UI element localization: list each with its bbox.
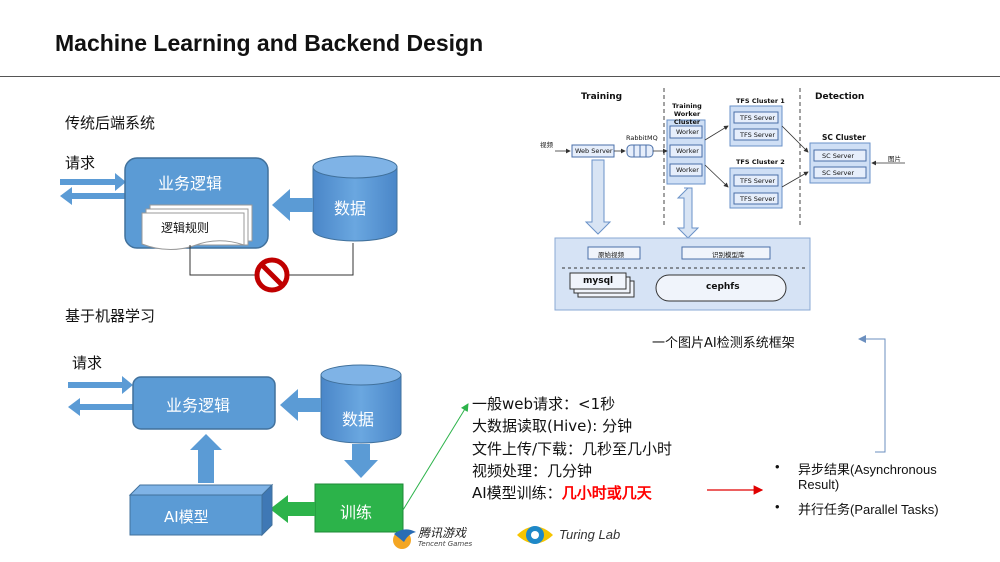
tencent-games-en: Tencent Games: [418, 540, 473, 548]
traditional-heading: 传统后端系统: [65, 114, 156, 132]
tfs-server-label-1: TFS Server: [740, 114, 776, 122]
cephfs-label: cephfs: [706, 282, 740, 292]
worker-label-3: Worker: [676, 166, 699, 174]
mysql-label: mysql: [583, 276, 614, 286]
bullet-async-line-2: Result): [798, 477, 840, 492]
traditional-business-logic-label: 业务逻辑: [158, 174, 223, 193]
training-to-latency-arrow: [402, 403, 469, 511]
tfs-server-label-3: TFS Server: [740, 177, 776, 185]
ml-data-to-logic-arrow: [280, 389, 321, 421]
arch-detection-label: Detection: [815, 92, 865, 102]
tfs-server-label-2: TFS Server: [740, 131, 776, 139]
web-server-label: Web Server: [575, 147, 613, 155]
traditional-data-label: 数据: [334, 199, 367, 218]
bullet-dot-1: •: [775, 459, 780, 474]
traditional-request-arrows: [60, 173, 126, 205]
turing-lab-logo: Turing Lab: [515, 518, 635, 554]
turing-lab-text: Turing Lab: [559, 527, 621, 542]
bullet-dot-2: •: [775, 499, 780, 514]
training-label: 训练: [340, 503, 373, 522]
title-divider: [0, 76, 1000, 77]
ai-training-highlight: 几小时或几天: [561, 484, 652, 502]
arch-training-label: Training: [581, 92, 623, 102]
ml-business-logic-box: [132, 376, 276, 430]
ml-request-label: 请求: [72, 354, 103, 372]
page-title: Machine Learning and Backend Design: [55, 30, 484, 56]
latency-line-ai-training: AI模型训练：几小时或几天: [472, 482, 652, 503]
ai-training-prefix: AI模型训练：: [472, 484, 562, 502]
logic-rules-label: 逻辑规则: [161, 221, 210, 235]
bullet-async-line-1: 异步结果(Asynchronous: [798, 462, 937, 477]
training-box: [314, 483, 404, 533]
model-to-logic-arrow: [190, 434, 222, 483]
ml-business-logic-label: 业务逻辑: [166, 396, 231, 415]
data-to-training-arrow: [344, 444, 378, 478]
ml-request-arrows: [68, 376, 133, 416]
bullets-to-caption-arrow: [858, 335, 886, 453]
arch-input-label: 视频: [540, 141, 553, 149]
latency-line-file: 文件上传/下载：几秒至几小时: [472, 440, 673, 458]
bullet-parallel: 并行任务(Parallel Tasks): [798, 502, 939, 517]
traditional-request-label: 请求: [65, 154, 96, 172]
raw-video-label: 原始视频: [598, 251, 624, 259]
architecture-diagram: [554, 88, 905, 311]
traditional-data-cylinder: [312, 155, 398, 242]
ml-data-cylinder: [320, 364, 402, 444]
tfs-server-label-4: TFS Server: [740, 195, 776, 203]
turing-lab-eye-icon: [517, 526, 553, 544]
latency-line-web: 一般web请求：<1秒: [472, 395, 616, 413]
sc-cluster-label: SC Cluster: [822, 133, 866, 142]
prohibited-icon: [254, 257, 290, 293]
latency-line-video: 视频处理：几分钟: [472, 462, 593, 480]
tencent-games-cn: 腾讯游戏: [418, 526, 467, 540]
tencent-games-logo: 腾讯游戏 Tencent Games: [390, 522, 490, 556]
tencent-games-logo-icon: [393, 529, 416, 549]
arch-image-label: 图片: [888, 155, 901, 163]
logic-rules-doc: [141, 204, 253, 250]
tfs-cluster-2-label: TFS Cluster 2: [736, 158, 785, 166]
ai-model-label: AI模型: [164, 508, 209, 526]
ai-model-box: [128, 483, 274, 537]
worker-label-2: Worker: [676, 147, 699, 155]
ml-heading: 基于机器学习: [65, 307, 156, 325]
training-worker-cluster-label: Training Worker Cluster: [672, 102, 702, 126]
rabbitmq-label: RabbitMQ: [626, 134, 658, 142]
sc-server-label-1: SC Server: [822, 152, 855, 160]
model-store-label: 识别模型库: [712, 251, 745, 259]
data-to-logic-arrow: [272, 189, 313, 221]
ml-data-label: 数据: [342, 410, 375, 429]
training-to-model-arrow: [270, 495, 315, 523]
latency-line-hive: 大数据读取(Hive): 分钟: [472, 417, 633, 435]
arch-caption: 一个图片AI检测系统框架: [652, 336, 795, 351]
sc-server-label-2: SC Server: [822, 169, 855, 177]
worker-label-1: Worker: [676, 128, 699, 136]
tfs-cluster-1-label: TFS Cluster 1: [736, 97, 785, 105]
